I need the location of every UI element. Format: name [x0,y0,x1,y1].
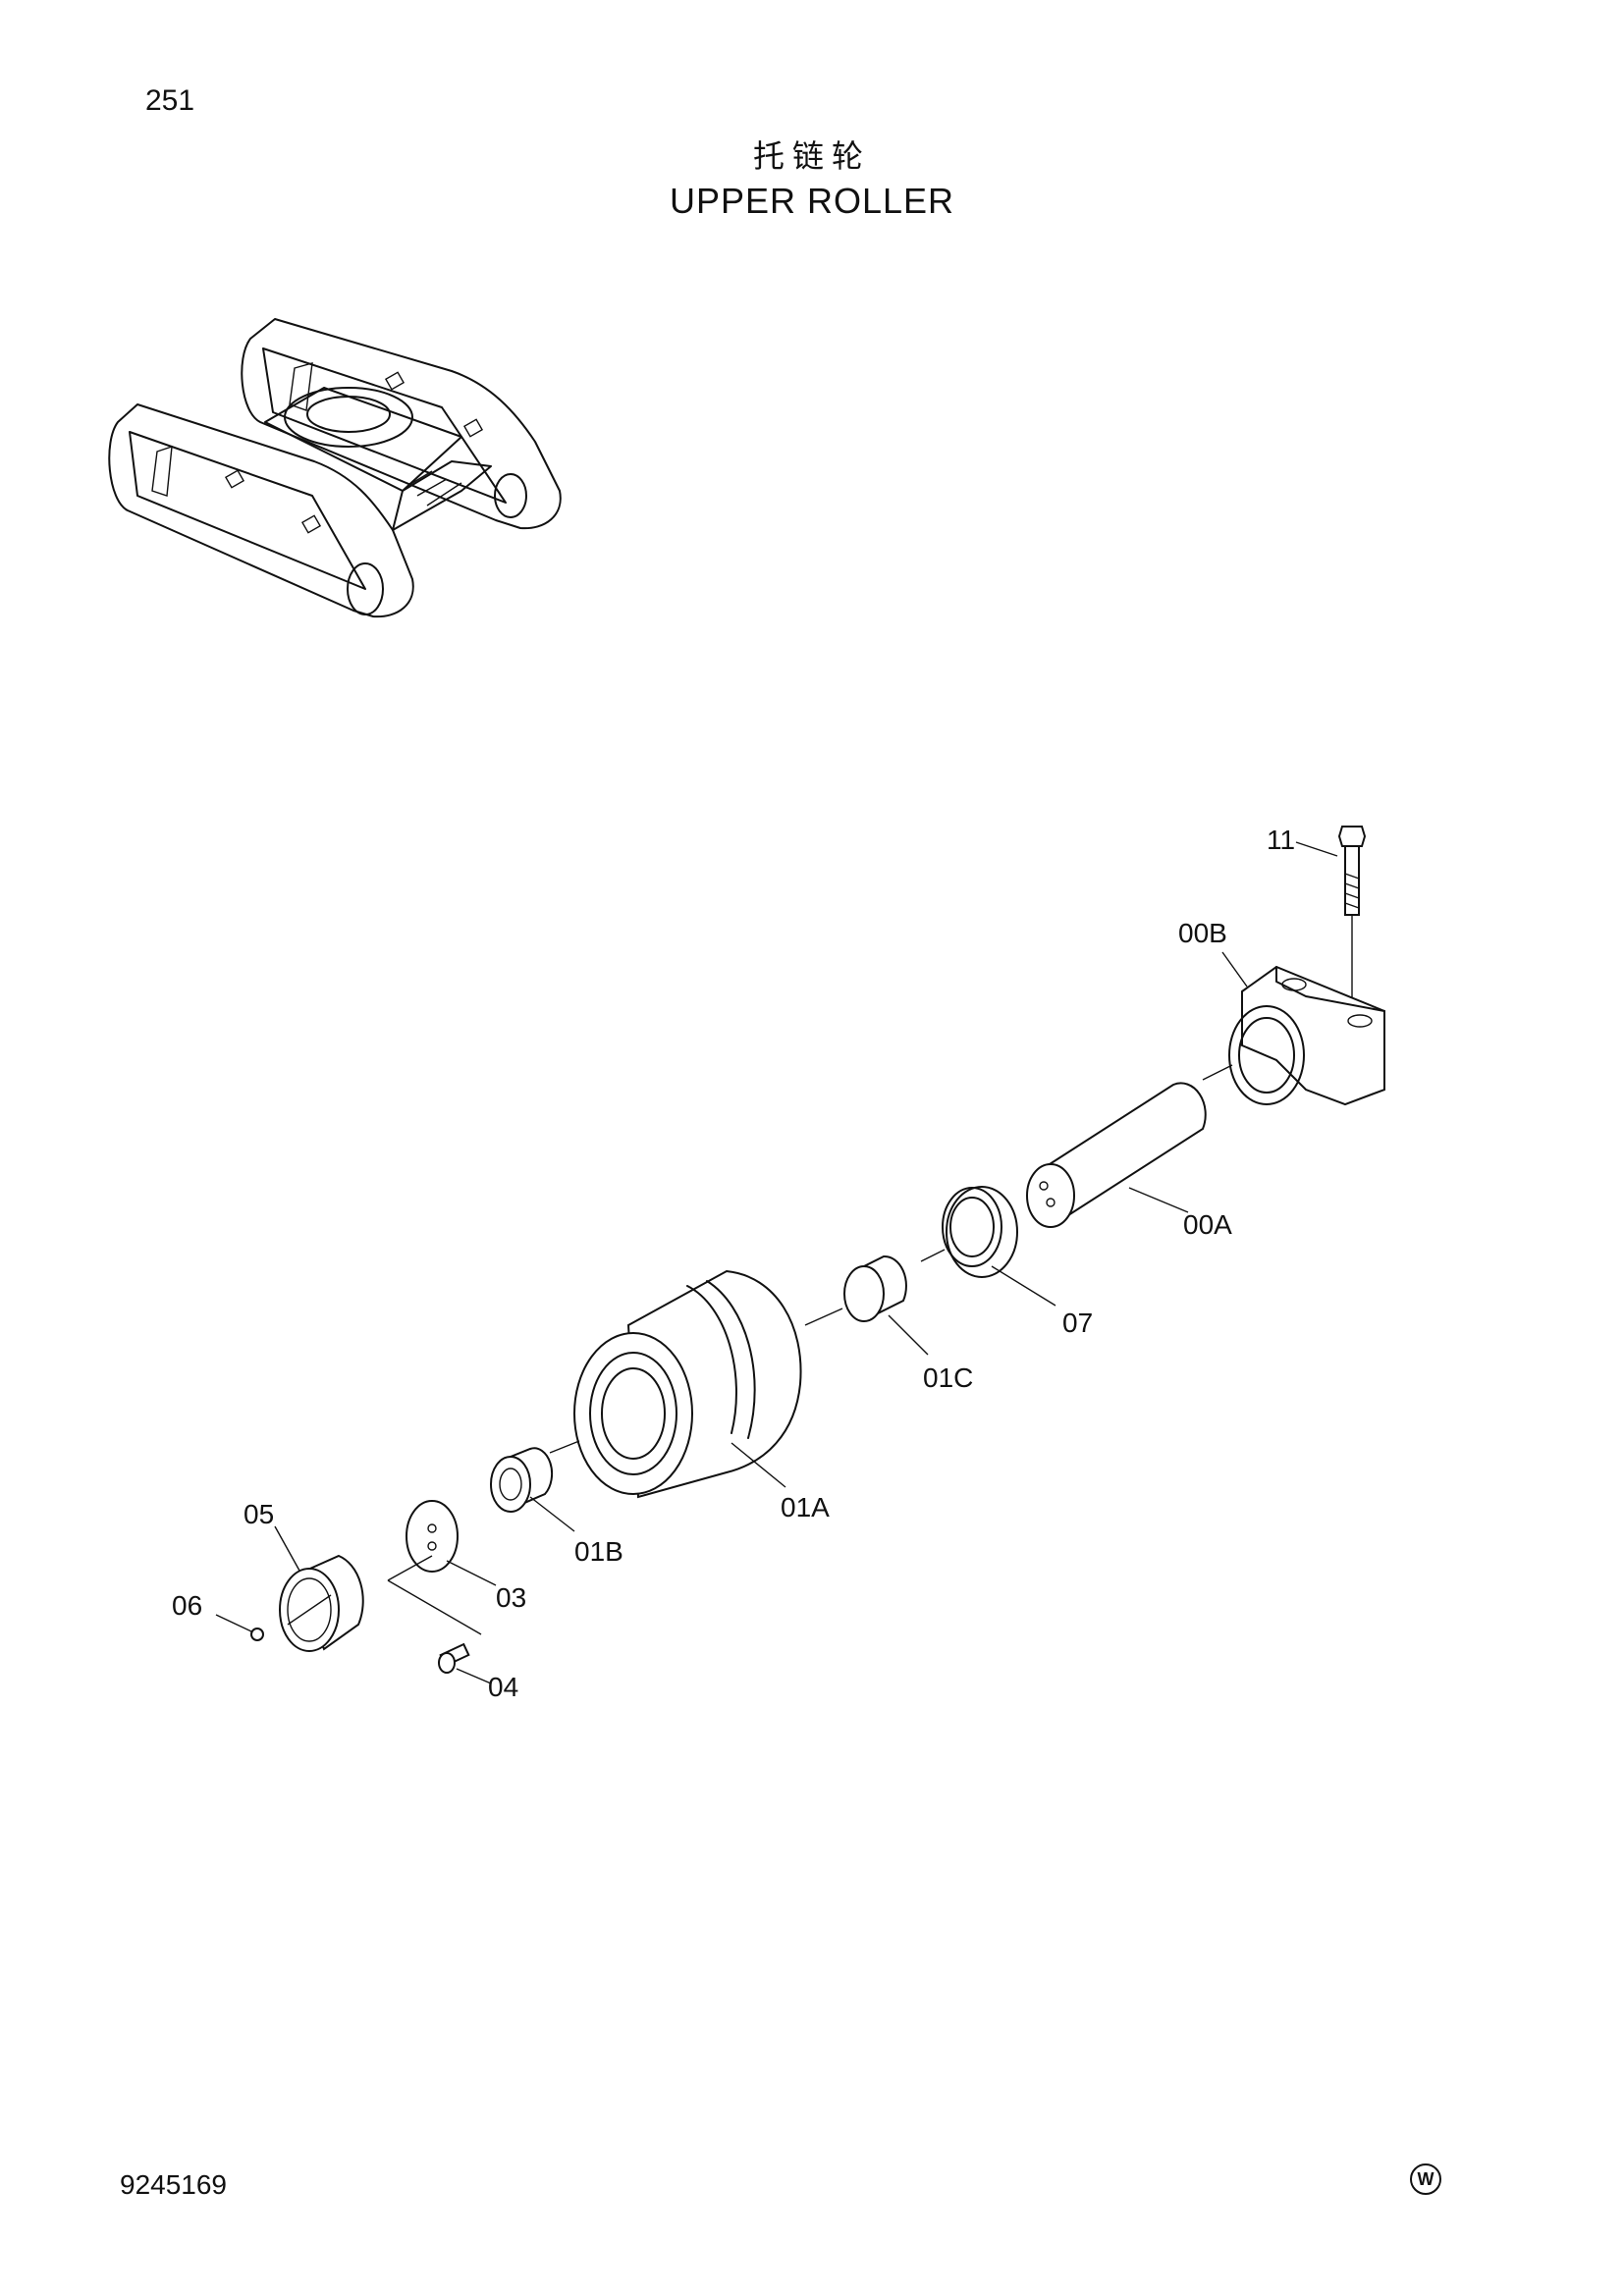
part-03-plate [387,1500,497,1635]
part-06-plug [215,1614,264,1641]
part-01B-nut [490,1447,575,1532]
callout-11: 11 [1267,825,1295,855]
callout-00A: 00A [1183,1209,1232,1240]
part-00B-bracket [1202,965,1385,1106]
part-01A-roller [549,1269,802,1499]
title-english: UPPER ROLLER [669,181,955,221]
callout-06: 06 [172,1590,202,1621]
callout-03: 03 [496,1582,526,1613]
part-01C-bushing [804,1255,929,1356]
w-mark-icon: W [1410,2163,1441,2195]
part-05-cover [274,1525,364,1652]
track-frame-overview [108,318,562,618]
page-number: 251 [145,84,195,117]
callout-04: 04 [488,1672,518,1702]
document-number: 9245169 [120,2169,228,2200]
part-11-bolt [1337,826,1367,1001]
callout-00B: 00B [1178,918,1227,948]
title-chinese: 托链轮 [752,137,871,175]
part-07-seal [920,1186,1056,1307]
callout-05: 05 [244,1499,274,1529]
callout-07: 07 [1062,1308,1093,1338]
callout-01A: 01A [781,1492,830,1522]
part-00A-shaft [1026,1082,1207,1228]
part-04-bolt [438,1642,492,1684]
callout-01C: 01C [923,1362,973,1393]
callout-01B: 01B [574,1536,623,1567]
